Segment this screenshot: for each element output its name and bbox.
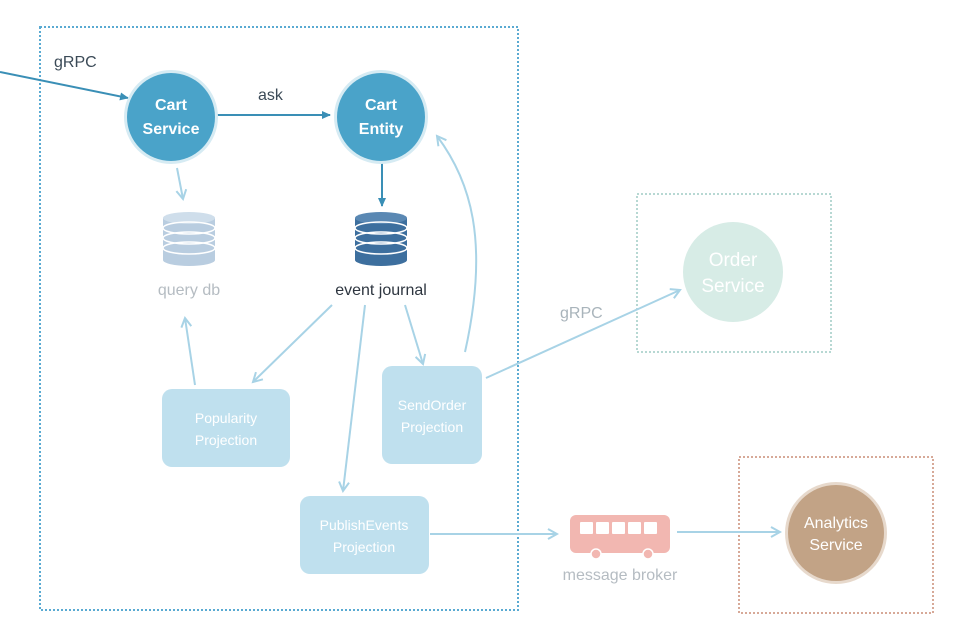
journal-to-popularity-arrow <box>253 304 333 382</box>
message-broker-label: message broker <box>563 567 678 584</box>
publishevents-line1: PublishEvents <box>320 517 409 533</box>
popularity-to-querydb-arrow <box>185 318 196 386</box>
grpc-in-arrow <box>0 71 129 101</box>
analytics-service-node[interactable]: Analytics Service <box>785 482 887 584</box>
journal-to-publishevents-arrow <box>343 304 366 491</box>
publishevents-projection-node[interactable]: PublishEvents Projection <box>300 496 429 574</box>
order-service-node[interactable]: Order Service <box>683 222 783 322</box>
analytics-service-line2: Service <box>809 537 862 554</box>
database-icon <box>162 212 216 266</box>
cart-service-boundary <box>39 26 519 611</box>
bus-icon <box>570 515 670 560</box>
cart-entity-node[interactable]: Cart Entity <box>334 70 428 164</box>
query-db-node[interactable]: query db <box>158 212 220 299</box>
message-broker-node[interactable]: message broker <box>563 515 678 584</box>
sendorder-projection-node[interactable]: SendOrder Projection <box>382 366 482 464</box>
sendorder-line1: SendOrder <box>398 397 467 413</box>
grpc-order-label: gRPC <box>560 305 603 322</box>
grpc-in-label: gRPC <box>54 54 97 71</box>
sendorder-to-order-arrow <box>485 290 680 379</box>
analytics-service-boundary <box>738 456 934 614</box>
query-db-label: query db <box>158 282 220 299</box>
order-service-line2: Service <box>701 276 764 297</box>
cart-service-line2: Service <box>143 121 200 138</box>
sendorder-to-entity-arrow <box>437 136 478 353</box>
event-journal-node[interactable]: event journal <box>335 212 427 299</box>
service-to-querydb-arrow <box>177 167 183 199</box>
popularity-line1: Popularity <box>195 410 257 426</box>
cart-entity-line1: Cart <box>365 97 398 114</box>
popularity-projection-node[interactable]: Popularity Projection <box>162 389 290 467</box>
cart-service-line1: Cart <box>155 97 188 114</box>
publishevents-line2: Projection <box>333 539 395 555</box>
database-icon <box>354 212 408 266</box>
analytics-service-line1: Analytics <box>804 515 868 532</box>
event-journal-label: event journal <box>335 282 427 299</box>
cart-entity-line2: Entity <box>359 121 404 138</box>
cart-service-node[interactable]: Cart Service <box>124 70 218 164</box>
journal-to-sendorder-arrow <box>404 304 423 364</box>
ask-label: ask <box>258 87 284 104</box>
popularity-line2: Projection <box>195 432 257 448</box>
sendorder-line2: Projection <box>401 419 463 435</box>
order-service-line1: Order <box>709 250 758 271</box>
order-service-boundary <box>636 193 832 353</box>
